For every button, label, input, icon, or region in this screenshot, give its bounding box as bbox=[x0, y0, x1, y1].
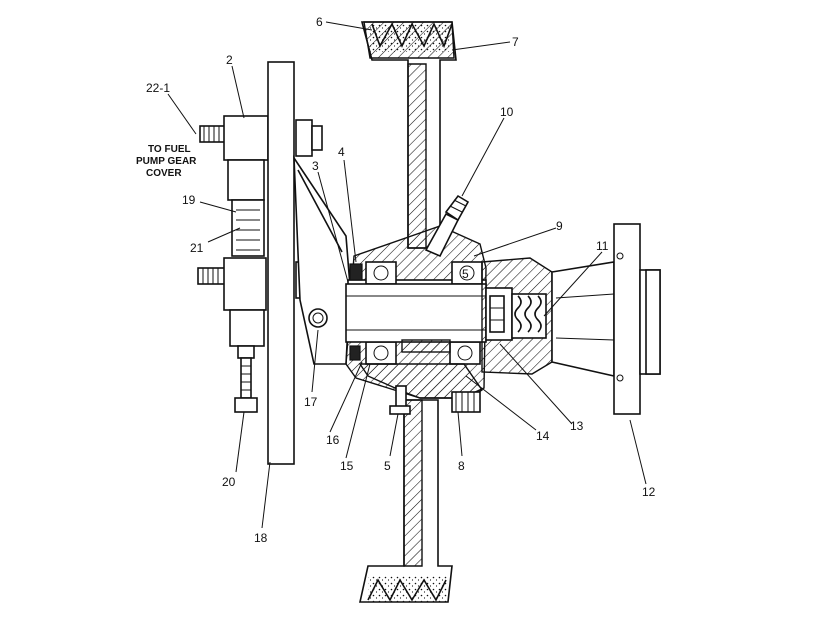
callout-17: 17 bbox=[304, 395, 318, 409]
callout-5: 5 bbox=[384, 459, 391, 473]
adjusting-screw bbox=[231, 199, 265, 257]
callout-21: 21 bbox=[190, 241, 204, 255]
leader-lines bbox=[167, 21, 647, 529]
rear-adapter bbox=[481, 257, 615, 378]
callout-9: 9 bbox=[556, 219, 563, 233]
callout-16: 16 bbox=[326, 433, 340, 447]
adjusting-bracket-assembly bbox=[197, 115, 269, 413]
callout-18: 18 bbox=[254, 531, 268, 545]
jack-screw bbox=[240, 357, 252, 399]
fuel-pump-note-line3: COVER bbox=[146, 168, 182, 179]
callout-3: 3 bbox=[312, 159, 319, 173]
callout-15: 15 bbox=[340, 459, 354, 473]
callout-8: 8 bbox=[458, 459, 465, 473]
front-bearing-upper bbox=[365, 261, 397, 285]
jack-screw-nut bbox=[234, 397, 258, 413]
lower-stud bbox=[197, 267, 227, 285]
fuel-pump-note-line1: TO FUEL bbox=[148, 144, 191, 155]
bracket-block bbox=[223, 115, 269, 161]
rear-bearing-lower bbox=[449, 341, 481, 365]
callout-labels: 22-1 2 19 21 20 18 3 4 17 16 15 5 8 14 1… bbox=[146, 15, 656, 545]
shaft-nut bbox=[489, 295, 505, 333]
callout-10: 10 bbox=[500, 105, 514, 119]
callout-11: 11 bbox=[596, 239, 609, 253]
callout-20: 20 bbox=[222, 475, 236, 489]
lock-nut-17 bbox=[308, 308, 328, 328]
callout-12: 12 bbox=[642, 485, 656, 499]
hub-housing: 5 bbox=[345, 225, 487, 415]
callout-19: 19 bbox=[182, 193, 196, 207]
plate-nut-upper bbox=[295, 119, 313, 157]
callout-6: 6 bbox=[316, 15, 323, 29]
callout-13: 13 bbox=[570, 419, 584, 433]
callout-4: 4 bbox=[338, 145, 345, 159]
callout-14: 14 bbox=[536, 429, 550, 443]
grease-fitting bbox=[424, 194, 470, 258]
hub-bolt bbox=[395, 385, 407, 409]
mounting-plate bbox=[267, 61, 295, 465]
support-arm bbox=[293, 155, 351, 365]
front-bearing-lower bbox=[365, 341, 397, 365]
drive-flange bbox=[613, 223, 661, 415]
svg-text:5: 5 bbox=[462, 267, 469, 281]
fan-shaft bbox=[345, 283, 487, 343]
callout-2: 2 bbox=[226, 53, 233, 67]
fuel-pump-note-line2: PUMP GEAR bbox=[136, 156, 197, 167]
callout-7: 7 bbox=[512, 35, 519, 49]
callout-22-1: 22-1 bbox=[146, 81, 170, 95]
